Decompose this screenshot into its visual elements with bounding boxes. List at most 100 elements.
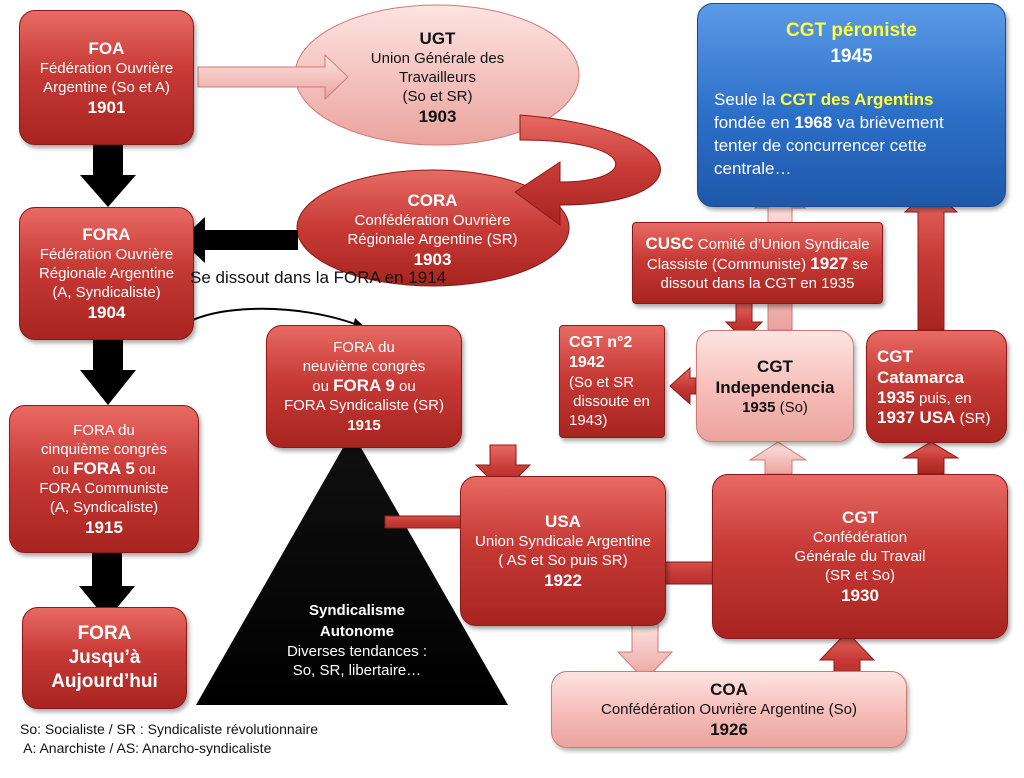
cgt-independencia-title2: Independencia — [715, 377, 835, 397]
arrow-fora-fora5 — [80, 340, 136, 405]
foa-line1: Fédération Ouvrière — [39, 59, 174, 77]
coa-title: COA — [710, 680, 748, 699]
cgt-peroniste-note-line4: centrale… — [714, 159, 792, 178]
ugt-line3: (So et SR) — [402, 87, 473, 105]
fora9-box: FORA du neuvième congrès ou FORA 9 ou FO… — [266, 325, 462, 448]
fora-line1: Fédération Ouvrière — [39, 246, 174, 263]
usa-line2: ( AS et So puis SR) — [498, 552, 628, 569]
fora5-line5: (A, Syndicaliste) — [49, 498, 159, 516]
syndicalisme-autonome-label: Syndicalisme Autonome Diverses tendances… — [262, 596, 452, 684]
fora5-box: FORA du cinquième congrès ou FORA 5 ou F… — [9, 405, 199, 553]
cgt-n2-line2: dissoute en — [569, 393, 650, 410]
arrow-fora5-foratoday — [79, 552, 135, 620]
fora-today-line1: FORA — [77, 623, 132, 644]
cora-line1: Confédération Ouvrière — [354, 212, 511, 229]
cora-year: 1903 — [413, 250, 452, 269]
fora9-year: 1915 — [347, 416, 381, 434]
cora-dissolution-note: Se dissout dans la FORA en 1914 — [190, 268, 447, 287]
cgt-independencia-box: CGT Independencia 1935 (So) — [696, 330, 854, 442]
usa-line1: Union Syndicale Argentine — [475, 533, 651, 550]
cgt-1930-line2: Générale du Travail — [794, 548, 926, 565]
usa-box: USA Union Syndicale Argentine ( AS et So… — [460, 476, 666, 626]
cgt-n2-line1: (So et SR — [569, 374, 635, 391]
fora-year: 1904 — [87, 303, 126, 322]
cgt-peroniste-year: 1945 — [830, 46, 873, 67]
fora9-line3: ou FORA 9 ou — [312, 375, 416, 395]
ugt-line2: Travailleurs — [399, 68, 476, 86]
cgt-catamarca-title1: CGT — [877, 346, 913, 366]
fora5-line4: FORA Communiste — [39, 479, 169, 497]
coa-line1: Confédération Ouvrière Argentine (So) — [601, 701, 857, 718]
fora-today-box: FORA Jusqu’à Aujourd’hui — [22, 607, 187, 709]
ugt-title: UGT — [419, 28, 456, 48]
cusc-box: CUSC Comité d’Union Syndicale Classiste … — [632, 222, 883, 304]
fora-today-line2: Jusqu’à — [68, 647, 141, 668]
cgt-catamarca-line4: 1937 USA (SR) — [877, 407, 991, 427]
arrow-usa-coa — [616, 621, 674, 681]
cgt-catamarca-line3: 1935 puis, en — [877, 387, 972, 407]
fora5-year: 1915 — [85, 517, 123, 537]
legend-line1: So: Socialiste / SR : Syndicaliste révol… — [20, 721, 319, 737]
fora9-line1: FORA du — [333, 338, 395, 356]
triangle-line1: Syndicalisme — [309, 602, 405, 619]
arrow-ugt-cora — [514, 114, 661, 226]
cgt-peroniste-title: CGT péroniste — [786, 20, 917, 41]
usa-year: 1922 — [544, 571, 582, 590]
foa-line2: Argentine (So et A) — [43, 78, 170, 96]
cgt-n2-title: CGT n°2 — [569, 334, 633, 351]
cgt-n2-line3: 1943) — [569, 412, 608, 429]
fora-title: FORA — [82, 225, 131, 244]
cgt-peroniste-box: CGT péroniste 1945 Seule la CGT des Arge… — [697, 3, 1006, 207]
triangle-line4: So, SR, libertaire… — [292, 662, 422, 679]
arrow-foa-ugt — [197, 53, 349, 101]
cgt-independencia-year: 1935 (So) — [742, 398, 808, 416]
cgt-independencia-title1: CGT — [757, 356, 793, 376]
ugt-label: UGT Union Générale des Travailleurs (So … — [330, 18, 545, 136]
cusc-line2: Classiste (Communiste) 1927 se — [646, 253, 869, 273]
fora-box: FORA Fédération Ouvrière Régionale Argen… — [19, 207, 194, 340]
cgt-peroniste-note-line1: Seule la CGT des Argentins — [714, 90, 934, 109]
cgt-1930-line1: Confédération — [812, 529, 908, 546]
arrow-catamarca-peroniste — [903, 187, 959, 331]
cgt-n2-year: 1942 — [569, 354, 605, 371]
arrow-independencia-cgt2 — [669, 366, 697, 406]
arrow-cgt-catamarca — [902, 441, 960, 475]
syndicalisme-autonome-triangle — [196, 432, 508, 705]
foa-year: 1901 — [87, 97, 126, 117]
cora-label: CORA Confédération Ouvrière Régionale Ar… — [320, 186, 545, 274]
cgt-peroniste-note: Seule la CGT des Argentins fondée en 196… — [714, 88, 989, 180]
cgt-n2-box: CGT n°2 1942 (So et SR dissoute en 1943) — [559, 325, 665, 438]
cgt-1930-title: CGT — [842, 508, 878, 527]
arrow-foa-fora — [80, 145, 136, 207]
cusc-line1: CUSC Comité d’Union Syndicale — [645, 233, 870, 253]
arrow-cgt-independencia — [748, 441, 808, 475]
fora5-line1: FORA du — [73, 421, 135, 439]
usa-title: USA — [545, 512, 581, 531]
triangle-line2: Autonome — [319, 623, 395, 640]
cora-line2: Régionale Argentine (SR) — [347, 231, 518, 248]
arrow-cora-fora — [180, 217, 298, 263]
foa-title: FOA — [88, 38, 125, 58]
cgt-1930-year: 1930 — [841, 586, 879, 605]
coa-year: 1926 — [710, 720, 748, 739]
ugt-year: 1903 — [418, 106, 457, 126]
fora5-line3: ou FORA 5 ou — [52, 458, 156, 478]
legend: So: Socialiste / SR : Syndicaliste révol… — [20, 720, 318, 758]
cusc-line3: dissout dans la CGT en 1935 — [660, 274, 855, 292]
cgt-1930-box: CGT Confédération Générale du Travail (S… — [712, 474, 1008, 639]
fora-line2: Régionale Argentine — [38, 265, 175, 282]
cora-ellipse — [296, 169, 570, 287]
cora-title: CORA — [407, 191, 458, 210]
fora9-line4: FORA Syndicaliste (SR) — [283, 396, 445, 414]
legend-line2: A: Anarchiste / AS: Anarcho-syndicaliste — [20, 740, 272, 756]
fora9-line2: neuvième congrès — [302, 357, 426, 375]
cgt-peroniste-note-line2: fondée en 1968 va brièvement — [714, 113, 944, 132]
ugt-line1: Union Générale des — [370, 49, 505, 67]
fora5-line2: cinquième congrès — [41, 440, 167, 458]
cgt-catamarca-box: CGT Catamarca 1935 puis, en 1937 USA (SR… — [866, 330, 1007, 443]
cgt-1930-line3: (SR et So) — [824, 567, 896, 584]
foa-box: FOA Fédération Ouvrière Argentine (So et… — [19, 10, 194, 145]
coa-box: COA Confédération Ouvrière Argentine (So… — [551, 671, 907, 748]
fora-today-line3: Aujourd’hui — [51, 671, 158, 692]
